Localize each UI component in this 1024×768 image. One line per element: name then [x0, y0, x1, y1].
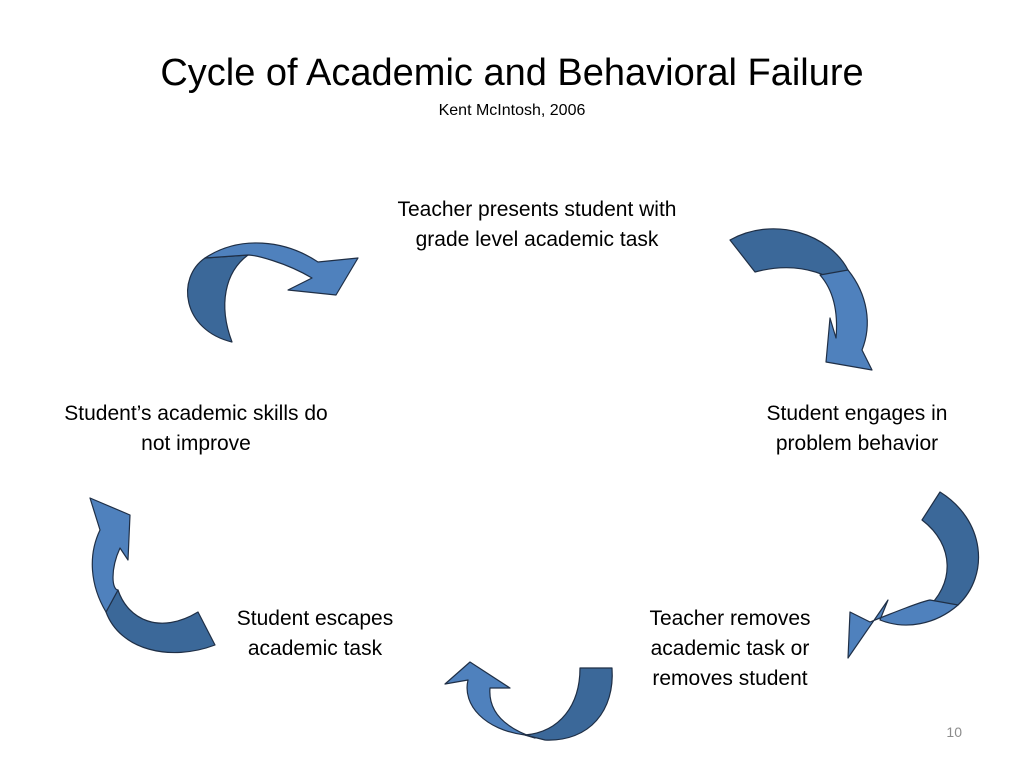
page-number: 10 — [946, 724, 962, 740]
cycle-step-skills-not-improve: Student’s academic skills do not improve — [64, 402, 328, 455]
curved-arrow-icon — [847, 491, 979, 659]
curved-arrow-icon — [729, 228, 873, 371]
curved-arrow-icon — [444, 661, 613, 741]
cycle-step-problem-behavior: Student engages in problem behavior — [766, 402, 948, 455]
slide-subtitle: Kent McIntosh, 2006 — [438, 102, 586, 119]
slide-title: Cycle of Academic and Behavioral Failure — [160, 52, 864, 94]
cycle-step-teacher-removes-task: Teacher removes academic task or removes… — [649, 607, 811, 690]
cycle-step-teacher-presents-task: Teacher presents student with grade leve… — [397, 198, 677, 251]
curved-arrow-icon — [89, 497, 216, 654]
cycle-step-student-escapes: Student escapes academic task — [236, 607, 394, 660]
curved-arrow-icon — [187, 242, 359, 343]
